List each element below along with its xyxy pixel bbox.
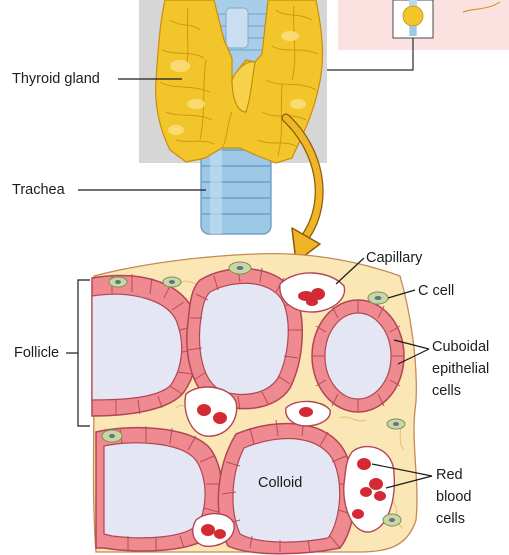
thyroid-illustration [139, 0, 509, 234]
cuboidal-label-line2: epithelial [432, 361, 489, 377]
red-label-line1: Red [436, 467, 463, 483]
capillary-mid [286, 401, 330, 426]
c-cell-label: C cell [418, 283, 454, 299]
follicle-3 [312, 300, 404, 412]
follicle-1 [92, 274, 198, 416]
trachea-label: Trachea [12, 182, 66, 198]
colloid-label: Colloid [258, 475, 302, 491]
capillary-label: Capillary [366, 250, 423, 266]
red-label-line3: cells [436, 511, 465, 527]
colloid-callout: Colloid [258, 475, 302, 491]
thyroid-gland-label: Thyroid gland [12, 71, 100, 87]
tissue-section [92, 254, 417, 554]
follicle-callout: Follicle [14, 280, 90, 426]
red-label-line2: blood [436, 489, 471, 505]
follicle-label: Follicle [14, 345, 59, 361]
cuboidal-label-line1: Cuboidal [432, 339, 489, 355]
trachea-callout: Trachea [12, 182, 206, 198]
cuboidal-label-line3: cells [432, 383, 461, 399]
